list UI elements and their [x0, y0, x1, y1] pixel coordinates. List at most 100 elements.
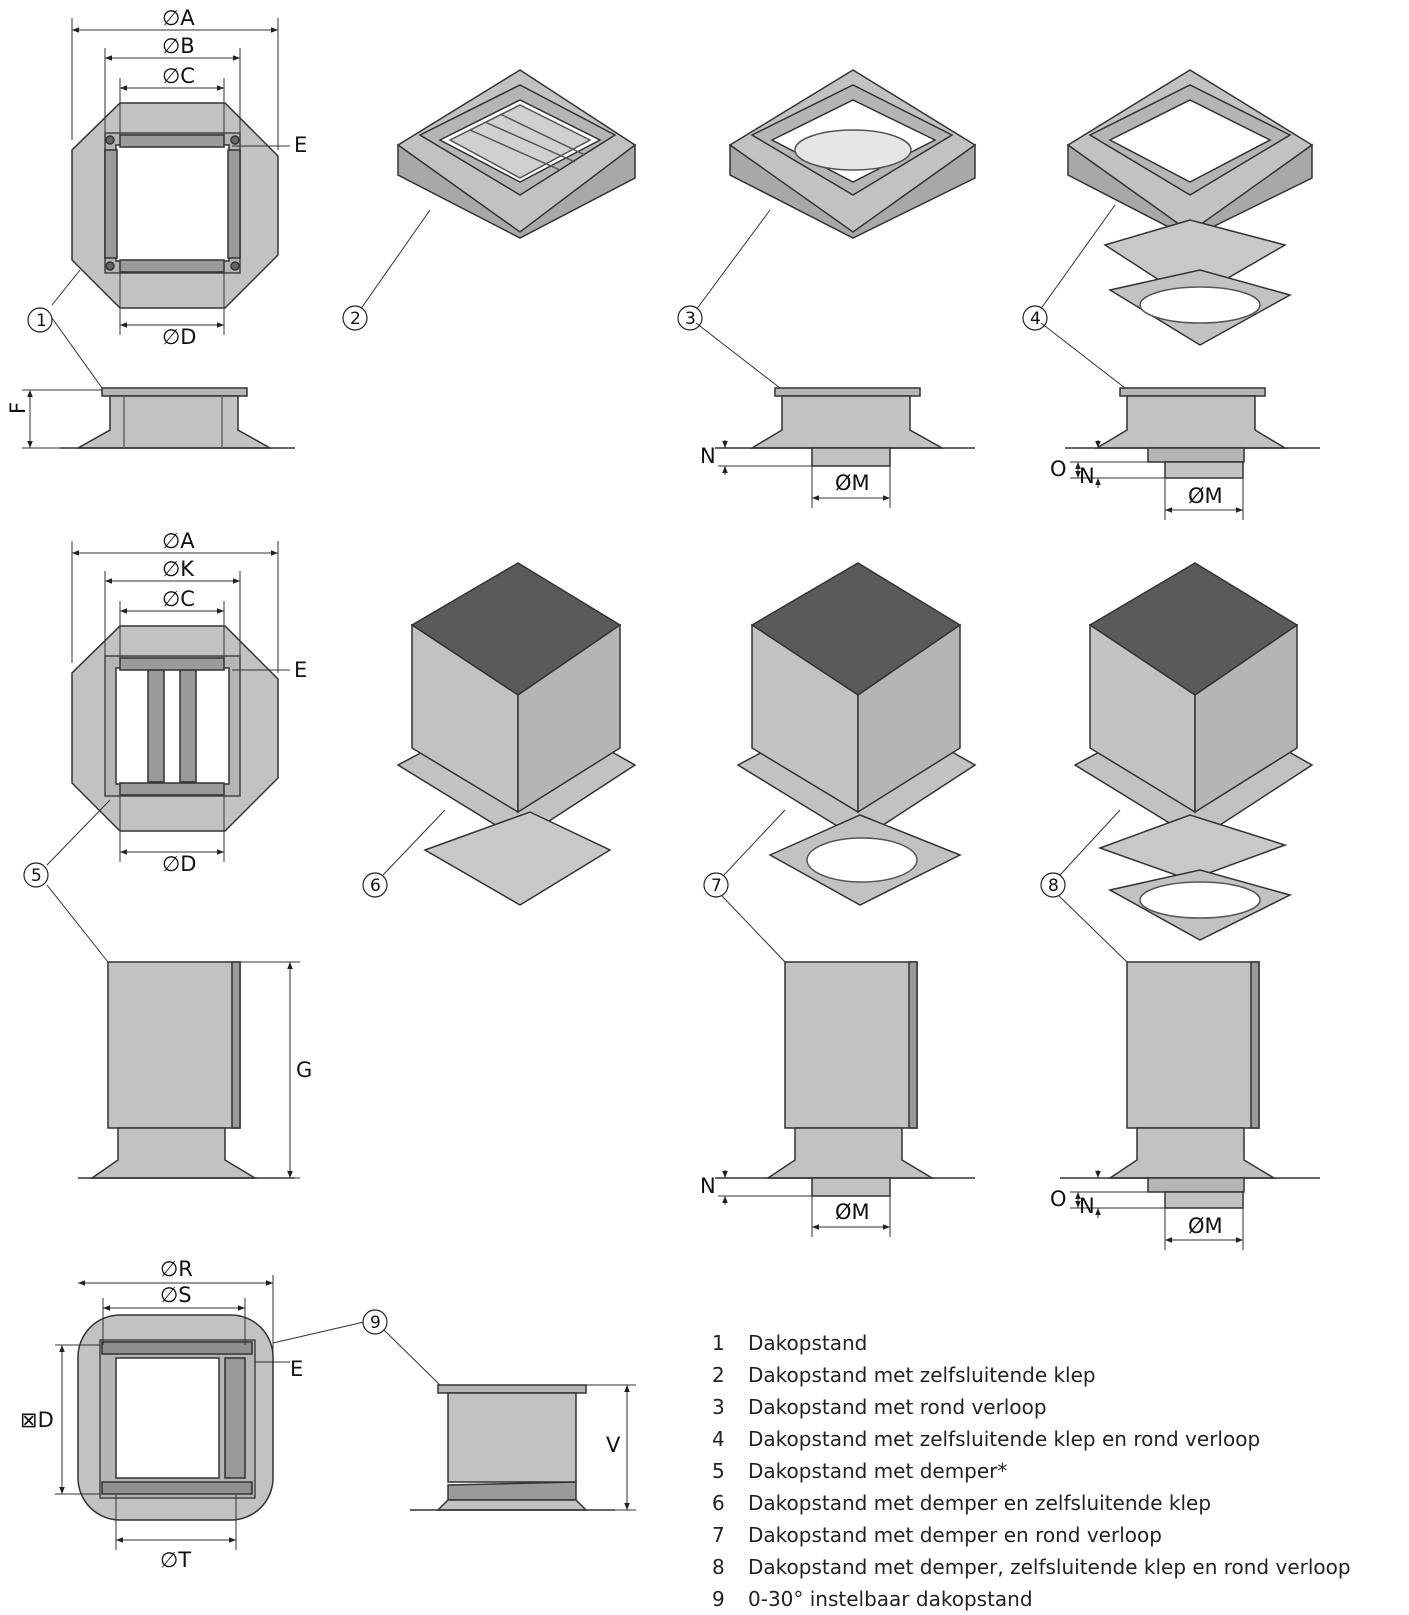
dim-T: ∅T — [160, 1548, 191, 1572]
side-view-9 — [410, 1384, 615, 1511]
legend-item: 4 Dakopstand met zelfsluitende klep en ro… — [710, 1423, 1400, 1455]
callout-2-label: 2 — [350, 309, 361, 329]
callout-4 — [1022, 305, 1048, 331]
dimension-lines-1 — [71, 18, 290, 335]
dim-F: F — [6, 402, 30, 414]
legend-item: 6 Dakopstand met demper en zelfsluitende … — [710, 1487, 1400, 1519]
dim-G: G — [296, 1058, 312, 1082]
callout-1-leader-top — [51, 269, 81, 306]
dim-G-lines — [240, 961, 300, 1179]
callout-3-leader — [695, 209, 771, 311]
dim-K: ∅K — [162, 557, 195, 581]
dim-D-square: ⊠D — [20, 1408, 54, 1432]
callout-9-leader-top — [272, 1321, 365, 1344]
iso-view-2 — [396, 69, 637, 239]
callout-1 — [27, 307, 53, 333]
iso-view-6 — [396, 562, 637, 906]
dim-lines-8 — [1070, 1170, 1244, 1250]
legend-number: 6 — [712, 1491, 725, 1515]
callout-6-leader — [382, 809, 446, 876]
top-view-1 — [71, 102, 279, 309]
dim-D-5: ∅D — [162, 852, 196, 876]
side-view-3 — [695, 322, 975, 467]
dim-N-3: N — [700, 444, 716, 468]
callout-5 — [23, 862, 49, 888]
legend-text: Dakopstand met rond verloop — [748, 1395, 1047, 1419]
legend-number: 2 — [712, 1363, 725, 1387]
dim-B: ∅B — [162, 34, 195, 58]
dim-O-4: O — [1050, 457, 1067, 481]
legend-item: 2 Dakopstand met zelfsluitende klep — [710, 1359, 1400, 1391]
dim-D-1: ∅D — [162, 325, 196, 349]
callout-2-leader — [359, 209, 431, 311]
dim-N-4: N — [1079, 464, 1095, 488]
callout-5-label: 5 — [31, 866, 42, 886]
dim-C-5: ∅C — [162, 587, 195, 611]
iso-view-4 — [1066, 69, 1314, 346]
dim-M-4: ØM — [1188, 484, 1223, 508]
dim-V: V — [606, 1433, 621, 1457]
callout-5-leader — [46, 884, 109, 963]
top-view-9 — [77, 1314, 274, 1521]
dim-F-lines — [22, 389, 102, 449]
callout-7 — [703, 872, 729, 898]
dimension-lines-5 — [71, 541, 290, 862]
callout-1-label: 1 — [36, 311, 47, 331]
callout-4-label: 4 — [1030, 309, 1041, 329]
side-view-7 — [715, 895, 975, 1197]
side-view-4 — [1040, 322, 1320, 479]
iso-view-8 — [1073, 562, 1314, 941]
callout-6 — [362, 872, 388, 898]
iso-view-3 — [728, 69, 977, 239]
dim-C-1: ∅C — [162, 64, 195, 88]
dim-R: ∅R — [160, 1257, 193, 1281]
side-view-1 — [60, 387, 295, 449]
legend-text: Dakopstand met demper* — [748, 1459, 1008, 1483]
dim-lines-3 — [718, 440, 891, 508]
callout-9 — [362, 1309, 388, 1335]
callout-9-leader — [383, 1329, 441, 1386]
dim-S: ∅S — [160, 1283, 192, 1307]
iso-view-7 — [736, 562, 977, 906]
legend-number: 4 — [712, 1427, 725, 1451]
legend-item: 3 Dakopstand met rond verloop — [710, 1391, 1400, 1423]
dim-A-1: ∅A — [162, 6, 195, 30]
legend-text: Dakopstand — [748, 1331, 868, 1355]
callout-7-label: 7 — [711, 876, 722, 896]
callout-1-leader — [51, 317, 103, 389]
legend-item: 1 Dakopstand — [710, 1327, 1400, 1359]
callout-8 — [1040, 872, 1066, 898]
dimension-lines-9 — [55, 1275, 290, 1550]
callout-9-label: 9 — [370, 1313, 381, 1333]
dim-E-5: E — [294, 658, 307, 682]
legend-number: 9 — [712, 1587, 725, 1611]
legend-text: Dakopstand met demper en zelfsluitende k… — [748, 1491, 1212, 1515]
callout-4-leader — [1039, 204, 1116, 311]
legend-number: 1 — [712, 1331, 725, 1355]
legend-text: 0-30° instelbaar dakopstand — [748, 1587, 1033, 1611]
legend-text: Dakopstand met zelfsluitende klep — [748, 1363, 1096, 1387]
legend-number: 3 — [712, 1395, 725, 1419]
dim-M-3: ØM — [835, 471, 870, 495]
dim-N-7: N — [700, 1174, 716, 1198]
dim-M-7: ØM — [835, 1200, 870, 1224]
dim-M-8: ØM — [1188, 1214, 1223, 1238]
callout-8-leader — [1059, 809, 1121, 876]
legend-number: 8 — [712, 1555, 725, 1579]
dim-lines-4 — [1070, 440, 1244, 520]
dim-N-8: N — [1079, 1194, 1095, 1218]
top-view-5 — [71, 625, 279, 832]
legend-text: Dakopstand met zelfsluitende klep en ron… — [748, 1427, 1261, 1451]
legend-number: 7 — [712, 1523, 725, 1547]
dim-E-1: E — [294, 133, 307, 157]
dim-O-8: O — [1050, 1187, 1067, 1211]
side-view-5 — [78, 961, 295, 1179]
callout-3-label: 3 — [685, 309, 696, 329]
callout-3 — [677, 305, 703, 331]
callout-2 — [342, 305, 368, 331]
dim-V-lines — [586, 1384, 636, 1511]
